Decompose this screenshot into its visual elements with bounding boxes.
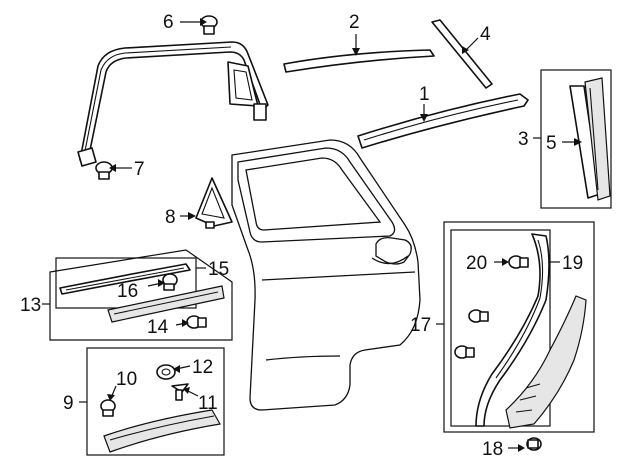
weatherstrip-group-17[interactable]: [436, 221, 595, 433]
callout-11: 11: [198, 393, 218, 414]
garnish-group-9[interactable]: [79, 347, 225, 456]
callout-4: 4: [480, 24, 491, 45]
callout-2: 2: [349, 12, 360, 33]
callout-19: 19: [562, 253, 583, 274]
clip-unlabeled-b[interactable]: [454, 345, 475, 359]
clip-part-6[interactable]: [180, 15, 218, 35]
callout-1: 1: [419, 84, 430, 105]
callout-18: 18: [482, 439, 503, 460]
callout-13: 13: [20, 295, 41, 316]
callout-12: 12: [192, 357, 213, 378]
lower-moulding-group-13[interactable]: [42, 249, 233, 341]
clip-part-18[interactable]: [508, 437, 542, 452]
nut-part-12[interactable]: [156, 364, 191, 380]
rear-door-outline: [231, 139, 421, 411]
callout-16: 16: [117, 281, 138, 302]
callout-3: 3: [518, 129, 529, 150]
callout-8: 8: [165, 207, 176, 228]
roof-drip-moulding-2[interactable]: [283, 34, 435, 73]
clip-part-20[interactable]: [494, 255, 529, 269]
clip-part-7[interactable]: [95, 161, 132, 180]
clip-unlabeled-a[interactable]: [468, 309, 489, 323]
pillar-strip-4[interactable]: [431, 19, 493, 89]
corner-piece-8[interactable]: [180, 177, 233, 229]
callout-10: 10: [116, 369, 137, 390]
callout-labels: 1 2 3 4 5 6 7 8 9 10 11 12 13 14 15 16 1…: [20, 12, 583, 460]
callout-15: 15: [208, 259, 229, 280]
pillar-garnish-group-3[interactable]: [533, 69, 612, 209]
belt-moulding-1[interactable]: [357, 93, 529, 149]
callout-9: 9: [63, 393, 74, 414]
clip-part-16[interactable]: [147, 273, 178, 291]
callout-7: 7: [134, 159, 145, 180]
clip-part-10[interactable]: [100, 385, 117, 417]
callout-6: 6: [163, 12, 174, 33]
clip-part-11[interactable]: [171, 383, 199, 401]
callout-5: 5: [546, 133, 557, 154]
callout-20: 20: [466, 253, 487, 274]
callout-17: 17: [410, 315, 431, 336]
door-frame-moulding[interactable]: [77, 41, 269, 167]
clip-part-14[interactable]: [175, 315, 207, 329]
callout-14: 14: [147, 317, 169, 338]
